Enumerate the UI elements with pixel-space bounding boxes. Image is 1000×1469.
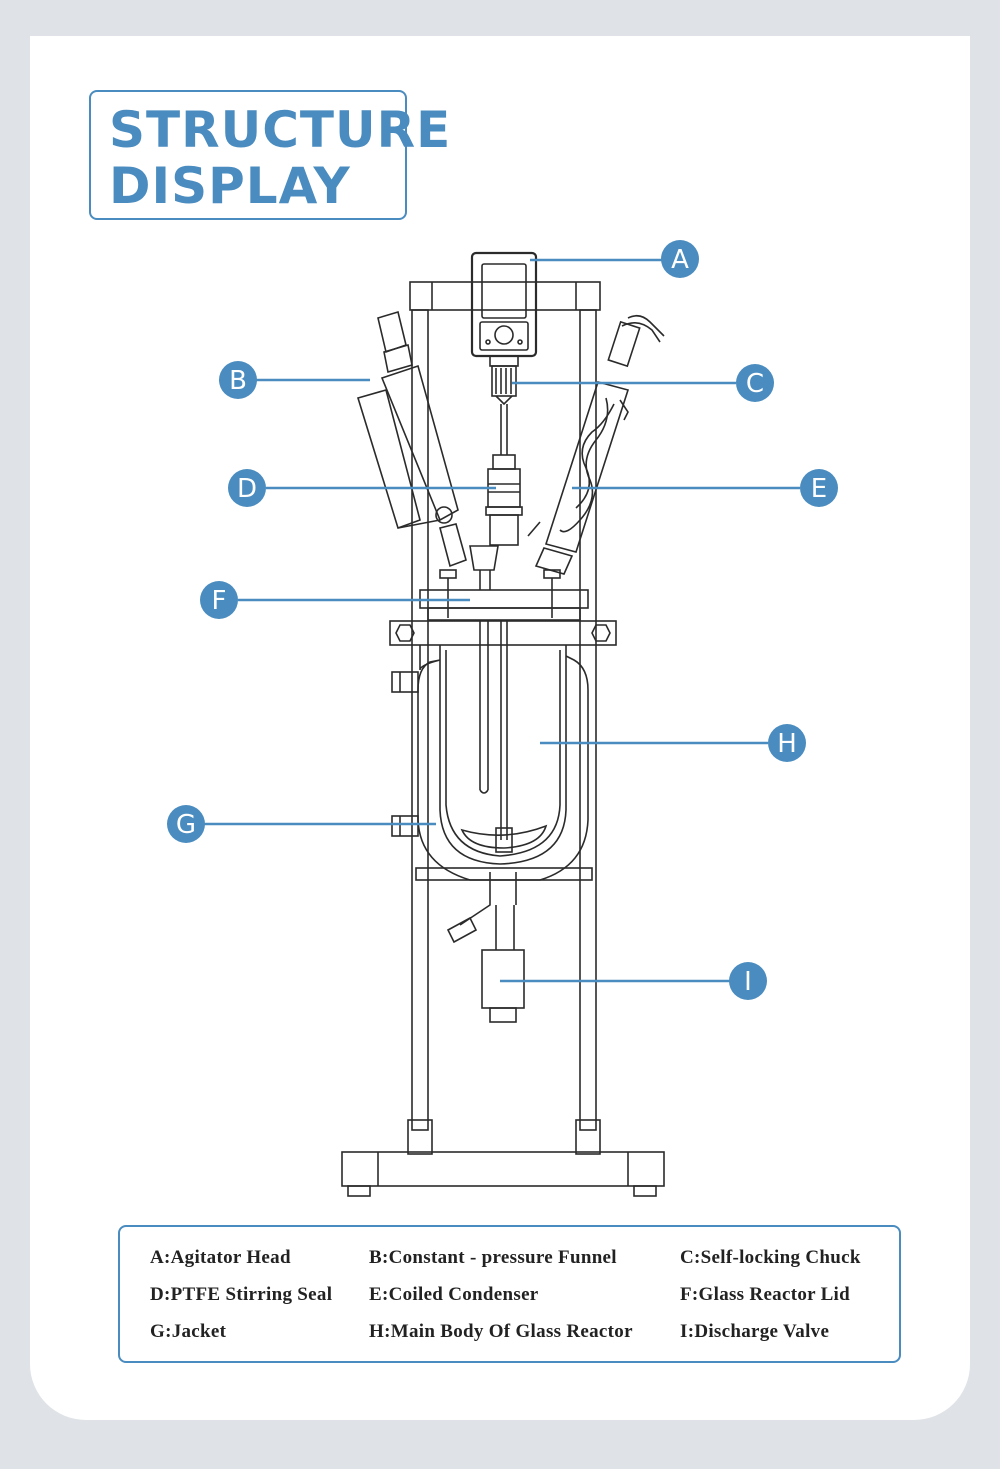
callout-h: H: [768, 724, 806, 762]
content-card: [30, 36, 970, 1420]
legend-item-d: D:PTFE Stirring Seal: [150, 1284, 333, 1305]
callout-letter-b: B: [229, 366, 247, 396]
jacket: [417, 645, 589, 881]
callout-circle-b: [219, 361, 257, 399]
clamp-ring: [389, 620, 617, 646]
jacket-outlet: [391, 671, 419, 693]
callout-lines: [204, 258, 800, 983]
callout-b: B: [219, 361, 257, 399]
callout-d: D: [228, 469, 266, 507]
callout-circle-a: [661, 240, 699, 278]
coiled-condenser: [527, 314, 665, 575]
callout-g: G: [167, 805, 205, 843]
title-line-2: DISPLAY: [109, 157, 351, 215]
left-column: [411, 309, 429, 1131]
callout-letter-f: F: [212, 586, 227, 616]
main-glass-body: [439, 645, 567, 865]
legend-item-b: B:Constant - pressure Funnel: [369, 1247, 617, 1268]
callout-letter-e: E: [811, 474, 827, 504]
jacket-inlet: [391, 815, 419, 837]
callout-circle-f: [200, 581, 238, 619]
reactor-drawing: [341, 251, 665, 1197]
callout-letter-g: G: [176, 810, 196, 840]
legend-item-g: G:Jacket: [150, 1321, 227, 1342]
legend-item-f: F:Glass Reactor Lid: [680, 1284, 851, 1305]
impeller: [460, 824, 548, 849]
agitator-knob: [494, 325, 514, 345]
callout-f: F: [200, 581, 238, 619]
callout-letter-i: I: [744, 967, 752, 997]
title-line-1: STRUCTURE: [109, 101, 452, 159]
self-locking-chuck: [491, 365, 517, 397]
constant-pressure-funnel: [356, 310, 467, 568]
top-crossbar: [409, 281, 601, 311]
callout-letter-h: H: [777, 729, 797, 759]
callout-letter-c: C: [746, 369, 764, 399]
callout-letter-d: D: [237, 474, 257, 504]
callout-circle-h: [768, 724, 806, 762]
legend-item-h: H:Main Body Of Glass Reactor: [369, 1321, 633, 1342]
callout-e: E: [800, 469, 838, 507]
legend-item-e: E:Coiled Condenser: [369, 1284, 539, 1305]
legend-item-c: C:Self-locking Chuck: [680, 1247, 861, 1268]
discharge-valve: [481, 949, 525, 1009]
agitator-display: [481, 263, 527, 319]
callout-c: C: [736, 364, 774, 402]
legend-box: A:Agitator Head B:Constant - pressure Fu…: [118, 1225, 901, 1363]
callout-circle-g: [167, 805, 205, 843]
callout-i: I: [729, 962, 767, 1000]
title-box: STRUCTURE DISPLAY: [89, 90, 452, 220]
base-plate: [341, 1151, 665, 1187]
callout-letter-a: A: [671, 245, 689, 275]
legend-item-a: A:Agitator Head: [150, 1247, 291, 1268]
callout-circle-c: [736, 364, 774, 402]
legend-item-i: I:Discharge Valve: [680, 1321, 830, 1342]
callout-a: A: [661, 240, 699, 278]
lower-support: [415, 867, 593, 881]
callout-circle-e: [800, 469, 838, 507]
callout-circle-d: [228, 469, 266, 507]
callout-circle-i: [729, 962, 767, 1000]
